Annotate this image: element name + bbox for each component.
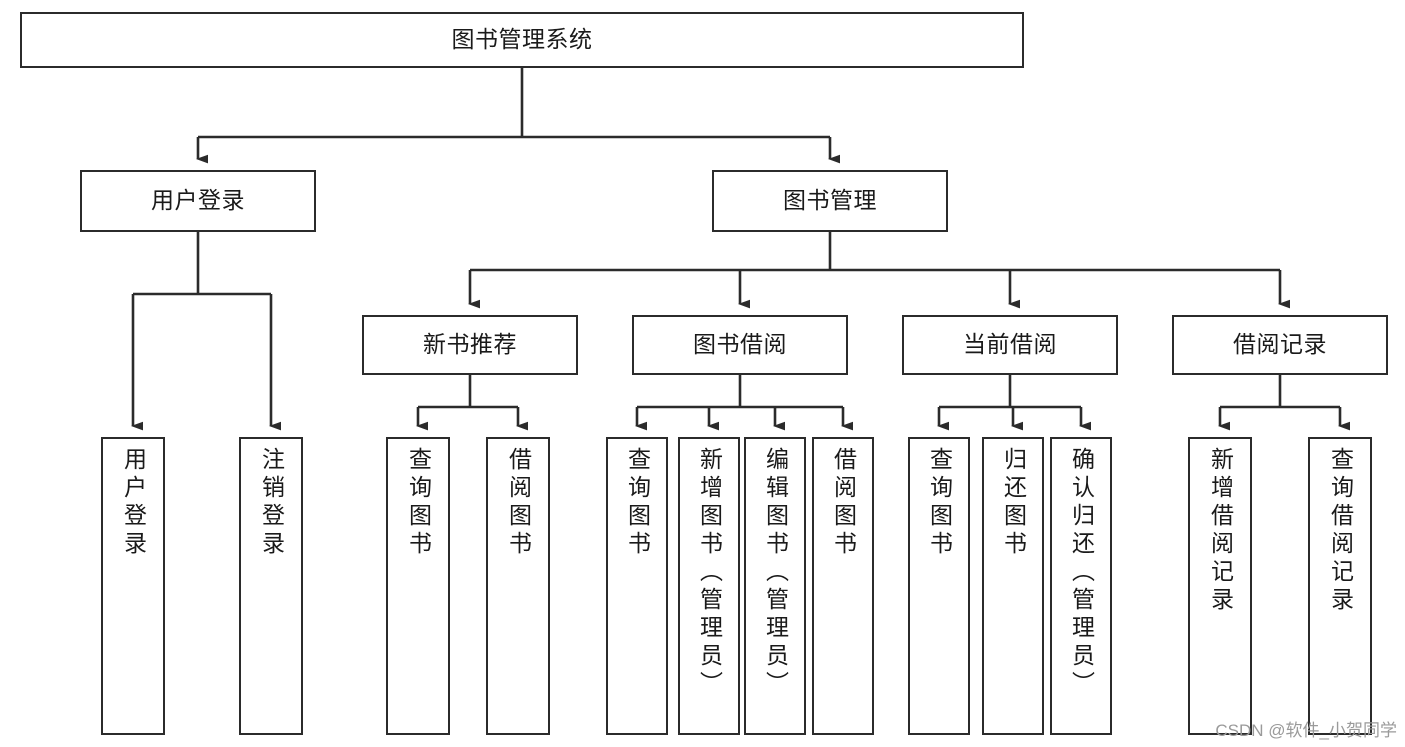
node-label: 归还图书 [1000, 447, 1027, 559]
node-label: 新增借阅记录 [1207, 447, 1234, 615]
node-label: 借阅图书 [830, 447, 857, 559]
node-current-borrow[interactable]: 当前借阅 [902, 315, 1118, 375]
node-book-management[interactable]: 图书管理 [712, 170, 948, 232]
leaf-add-borrow-record[interactable]: 新增借阅记录 [1188, 437, 1252, 735]
leaf-borrow-book-recommend[interactable]: 借阅图书 [486, 437, 550, 735]
leaf-query-book-recommend[interactable]: 查询图书 [386, 437, 450, 735]
node-label: 查询借阅记录 [1327, 447, 1354, 615]
node-label: 借阅图书 [505, 447, 532, 559]
node-book-borrow[interactable]: 图书借阅 [632, 315, 848, 375]
node-label: 新书推荐 [423, 331, 517, 358]
node-root-system[interactable]: 图书管理系统 [20, 12, 1024, 68]
node-label: 用户登录 [151, 187, 245, 214]
leaf-user-login[interactable]: 用户登录 [101, 437, 165, 735]
node-label: 图书借阅 [693, 331, 787, 358]
node-label: 编辑图书（管理员） [762, 447, 789, 699]
node-label: 图书管理 [783, 187, 877, 214]
node-label: 查询图书 [624, 447, 651, 559]
leaf-edit-book-admin[interactable]: 编辑图书（管理员） [744, 437, 806, 735]
leaf-add-book-admin[interactable]: 新增图书（管理员） [678, 437, 740, 735]
leaf-logout[interactable]: 注销登录 [239, 437, 303, 735]
node-label: 新增图书（管理员） [696, 447, 723, 699]
node-label: 当前借阅 [963, 331, 1057, 358]
leaf-confirm-return-admin[interactable]: 确认归还（管理员） [1050, 437, 1112, 735]
node-new-book-recommend[interactable]: 新书推荐 [362, 315, 578, 375]
leaf-query-book-current[interactable]: 查询图书 [908, 437, 970, 735]
node-borrow-record[interactable]: 借阅记录 [1172, 315, 1388, 375]
node-label: 图书管理系统 [451, 26, 593, 53]
node-label: 查询图书 [926, 447, 953, 559]
node-label: 查询图书 [405, 447, 432, 559]
leaf-query-borrow-record[interactable]: 查询借阅记录 [1308, 437, 1372, 735]
leaf-borrow-book[interactable]: 借阅图书 [812, 437, 874, 735]
node-label: 注销登录 [258, 447, 285, 559]
node-label: 确认归还（管理员） [1068, 447, 1095, 699]
node-label: 借阅记录 [1233, 331, 1327, 358]
leaf-query-book-borrow[interactable]: 查询图书 [606, 437, 668, 735]
leaf-return-book[interactable]: 归还图书 [982, 437, 1044, 735]
csdn-watermark: CSDN @软件_小贺同学 [1215, 721, 1397, 740]
node-label: 用户登录 [120, 447, 147, 559]
node-user-login[interactable]: 用户登录 [80, 170, 316, 232]
